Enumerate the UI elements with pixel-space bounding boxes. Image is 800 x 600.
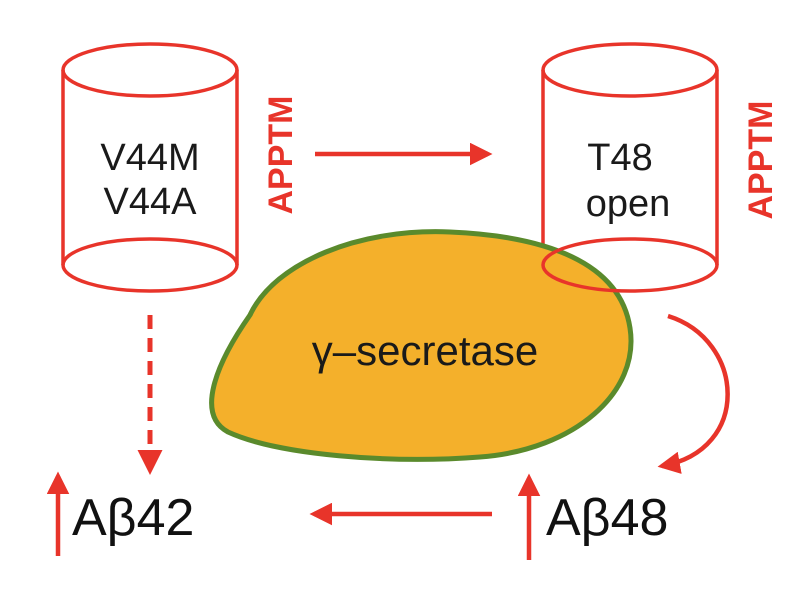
left-cylinder-line-1: V44M [100, 137, 199, 179]
left-apptm-label: APPTM [262, 96, 300, 215]
right-cylinder [541, 42, 719, 265]
product-abeta48: Aβ48 [546, 489, 668, 547]
right-cylinder-line-2: open [586, 183, 671, 225]
gamma-secretase-blob [209, 229, 634, 462]
left-cylinder-line-2: V44A [104, 181, 198, 223]
right-cylinder-line-1: T48 [587, 137, 652, 179]
left-cylinder-bottom [61, 237, 239, 293]
right-cylinder-bottom [541, 237, 719, 293]
product-abeta42: Aβ42 [72, 489, 194, 547]
left-cylinder-top [61, 42, 239, 98]
right-cylinder-top [541, 42, 719, 98]
curved-arrow [657, 313, 730, 474]
left-cylinder [61, 42, 239, 293]
right-apptm-label: APPTM [742, 101, 780, 220]
gamma-secretase-label: γ–secretase [312, 327, 538, 374]
